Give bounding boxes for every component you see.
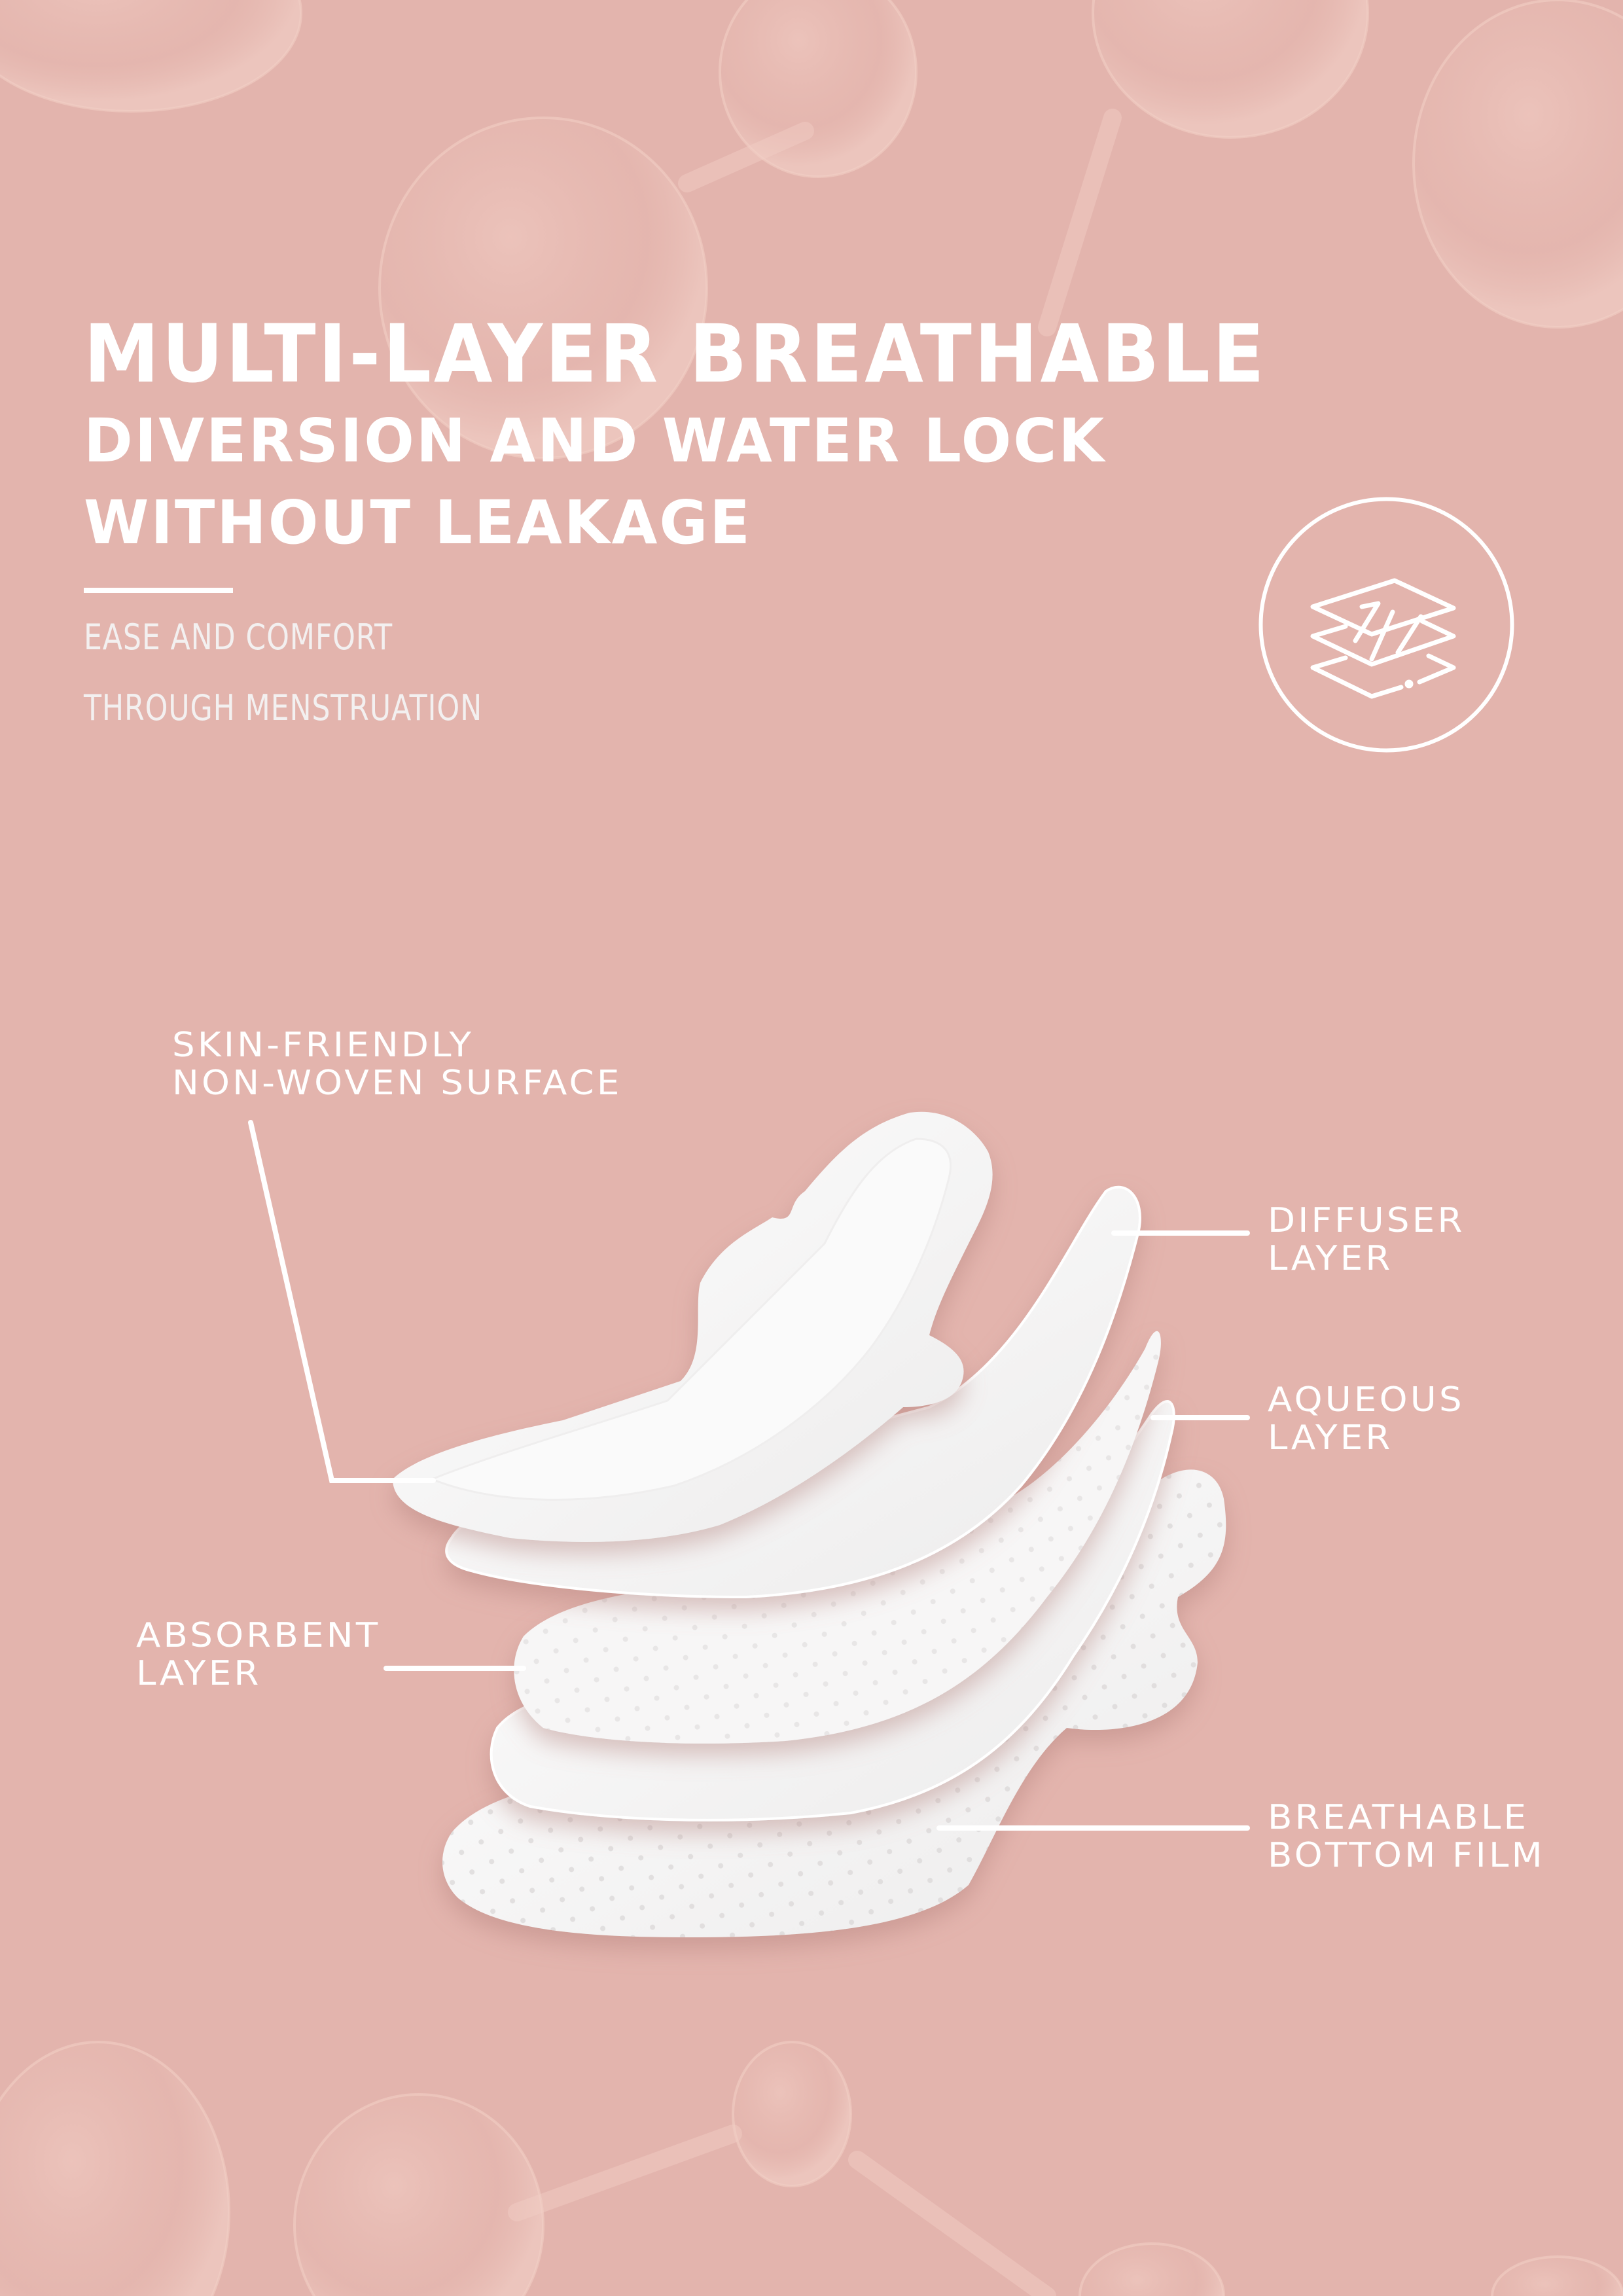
headline-line-2: DIVERSION AND WATER LOCK	[84, 406, 1107, 476]
callout-aqueous-layer: AQUEOUS LAYER	[1268, 1381, 1465, 1457]
callout-label-line: AQUEOUS	[1268, 1380, 1465, 1420]
subheadline-line-1: EASE AND COMFORT	[84, 617, 393, 658]
headline-divider	[84, 588, 233, 593]
callout-label-line: ABSORBENT	[136, 1616, 381, 1655]
callout-label-line: BOTTOM FILM	[1268, 1836, 1545, 1875]
callout-absorbent-layer: ABSORBENT LAYER	[136, 1617, 380, 1693]
bottom-film-layer	[442, 1469, 1226, 1937]
callout-label-line: LAYER	[136, 1654, 262, 1693]
callout-label-line: SKIN-FRIENDLY	[172, 1026, 474, 1065]
callout-label-line: NON-WOVEN SURFACE	[172, 1064, 622, 1103]
callout-lines	[248, 1120, 1250, 1831]
subheadline-line-2: THROUGH MENSTRUATION	[84, 687, 483, 728]
callout-breathable-bottom-film: BREATHABLE BOTTOM FILM	[1268, 1799, 1545, 1874]
layers-icon	[1258, 497, 1514, 753]
headline-line-3: WITHOUT LEAKAGE	[84, 488, 752, 558]
callout-skin-friendly-surface: SKIN-FRIENDLY NON-WOVEN SURFACE	[172, 1026, 622, 1102]
callout-label-line: BREATHABLE	[1268, 1798, 1529, 1837]
aqueous-layer	[514, 1331, 1161, 1744]
callout-label-line: DIFFUSER	[1268, 1201, 1465, 1240]
callout-label-line: LAYER	[1268, 1239, 1393, 1278]
callout-label-line: LAYER	[1268, 1418, 1393, 1458]
callout-diffuser-layer: DIFFUSER LAYER	[1268, 1202, 1465, 1278]
headline-line-1: MULTI-LAYER BREATHABLE	[84, 308, 1267, 401]
top-pad-surface	[393, 1111, 993, 1542]
